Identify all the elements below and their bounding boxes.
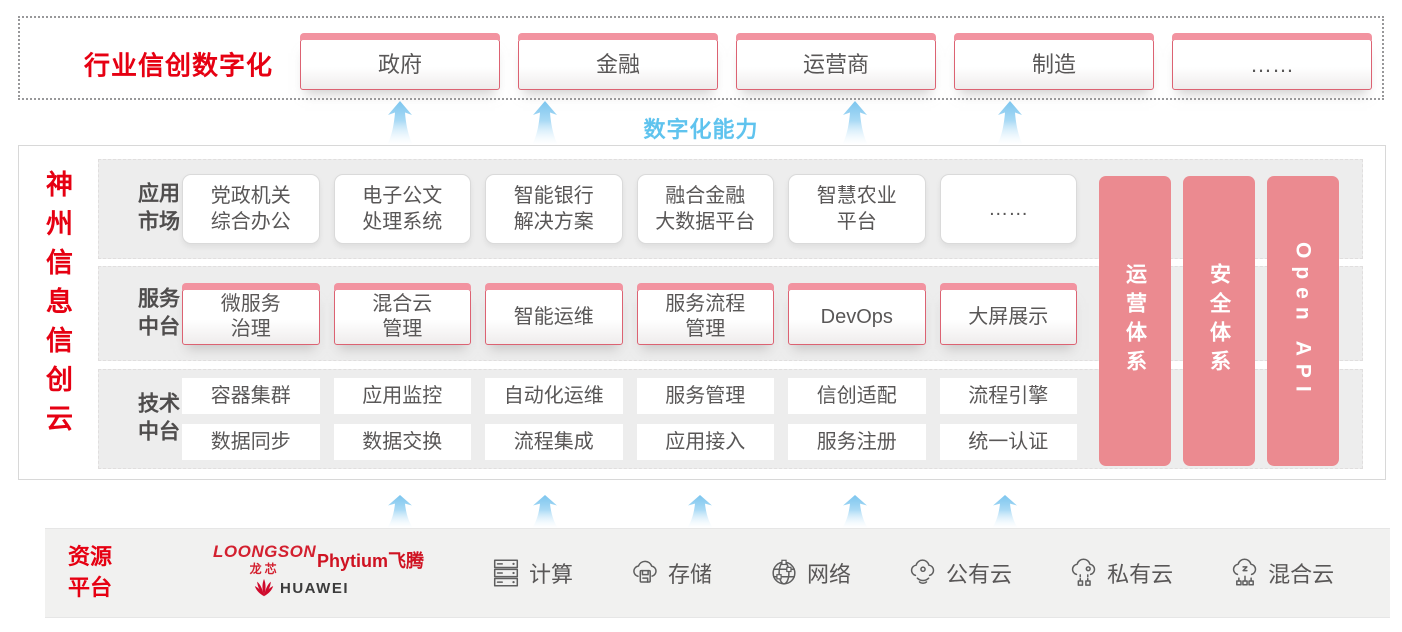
- storage-icon: [629, 557, 661, 589]
- public-cloud-icon: [907, 557, 939, 589]
- resource-item: 网络: [768, 557, 851, 589]
- pillar-security: 安全体系: [1183, 176, 1255, 466]
- industry-digitalization-panel: 行业信创数字化: [18, 16, 1384, 100]
- service-box: 混合云管理: [333, 283, 471, 345]
- arrow-up-icon: [993, 101, 1027, 150]
- app-market-box: 融合金融大数据平台: [636, 174, 774, 244]
- tech-column: 容器集群数据同步: [182, 378, 320, 460]
- private-cloud-icon: [1068, 557, 1100, 589]
- phytium-logo: Phytium飞腾: [317, 551, 425, 571]
- resource-item: 混合云: [1229, 557, 1334, 589]
- tech-box: 数据交换: [333, 424, 471, 460]
- tech-box: 流程引擎: [939, 378, 1077, 414]
- app-market-box: 电子公文处理系统: [333, 174, 471, 244]
- resource-item-label: 存储: [668, 562, 713, 587]
- arrow-up-icon: [383, 101, 417, 150]
- server-icon: [490, 557, 522, 589]
- tech-box: 服务管理: [636, 378, 774, 414]
- tech-box: 容器集群: [182, 378, 320, 414]
- service-box: 大屏展示: [939, 283, 1077, 345]
- resource-arrows: [0, 495, 1402, 528]
- row-label: 技术中台: [138, 392, 180, 444]
- app-market-box: ……: [939, 174, 1077, 244]
- resource-item-label: 私有云: [1107, 562, 1174, 587]
- row-item-list: 容器集群数据同步应用监控数据交换自动化运维流程集成服务管理应用接入信创适配服务注…: [182, 370, 1077, 468]
- industry-box: 政府: [300, 33, 500, 90]
- tech-box: 流程集成: [485, 424, 623, 460]
- resource-item: 存储: [629, 557, 712, 589]
- tech-box: 服务注册: [788, 424, 926, 460]
- resource-platform-label: 资源平台: [68, 544, 113, 600]
- tech-box: 信创适配: [788, 378, 926, 414]
- resource-item: 计算: [490, 557, 573, 589]
- resource-item: 私有云: [1068, 557, 1173, 589]
- resource-item-label: 公有云: [946, 562, 1013, 587]
- pillar-operation: 运营体系: [1099, 176, 1171, 466]
- tech-column: 流程引擎统一认证: [939, 378, 1077, 460]
- cloud-platform-panel: 神州信息信创云 应用市场党政机关综合办公电子公文处理系统智能银行解决方案融合金融…: [18, 145, 1386, 480]
- arrow-up-icon: [838, 101, 872, 150]
- tech-box: 自动化运维: [485, 378, 623, 414]
- industry-box: ……: [1172, 33, 1372, 90]
- tech-column: 信创适配服务注册: [788, 378, 926, 460]
- resource-item-list: 计算 存储 网络 公有云 私有云 混合云: [490, 529, 1334, 617]
- arrow-up-icon: [528, 101, 562, 150]
- service-box: DevOps: [788, 283, 926, 345]
- row-label: 应用市场: [138, 182, 180, 234]
- industry-box: 运营商: [736, 33, 936, 90]
- resource-item: 公有云: [907, 557, 1012, 589]
- tech-box: 应用监控: [333, 378, 471, 414]
- tech-box: 数据同步: [182, 424, 320, 460]
- service-box: 微服务治理: [182, 283, 320, 345]
- row-item-list: 党政机关综合办公电子公文处理系统智能银行解决方案融合金融大数据平台智慧农业平台……: [182, 160, 1077, 258]
- app-market-box: 党政机关综合办公: [182, 174, 320, 244]
- row-label: 服务中台: [138, 287, 180, 339]
- platform-vertical-title: 神州信息信创云: [42, 170, 72, 443]
- huawei-flower-icon: [254, 578, 274, 597]
- industry-box: 制造: [954, 33, 1154, 90]
- platform-row: 技术中台容器集群数据同步应用监控数据交换自动化运维流程集成服务管理应用接入信创适…: [98, 369, 1363, 469]
- digital-capability-label: 数字化能力: [643, 117, 759, 142]
- hybrid-cloud-icon: [1229, 557, 1261, 589]
- app-market-box: 智能银行解决方案: [485, 174, 623, 244]
- tech-column: 自动化运维流程集成: [485, 378, 623, 460]
- tech-column: 服务管理应用接入: [636, 378, 774, 460]
- resource-item-label: 计算: [529, 562, 574, 587]
- service-box: 服务流程管理: [636, 283, 774, 345]
- tech-box: 统一认证: [939, 424, 1077, 460]
- industry-panel-title: 行业信创数字化: [84, 50, 274, 81]
- tech-box: 应用接入: [636, 424, 774, 460]
- platform-row: 应用市场党政机关综合办公电子公文处理系统智能银行解决方案融合金融大数据平台智慧农…: [98, 159, 1363, 259]
- resource-item-label: 混合云: [1268, 562, 1335, 587]
- huawei-logo: HUAWEI: [253, 577, 349, 599]
- network-icon: [768, 557, 800, 589]
- resource-item-label: 网络: [807, 562, 852, 587]
- app-market-box: 智慧农业平台: [788, 174, 926, 244]
- tech-column: 应用监控数据交换: [333, 378, 471, 460]
- industry-box: 金融: [518, 33, 718, 90]
- industry-box-list: 政府金融运营商制造 ……: [300, 33, 1372, 90]
- pillar-open-api: Open API: [1267, 176, 1339, 466]
- service-box: 智能运维: [485, 283, 623, 345]
